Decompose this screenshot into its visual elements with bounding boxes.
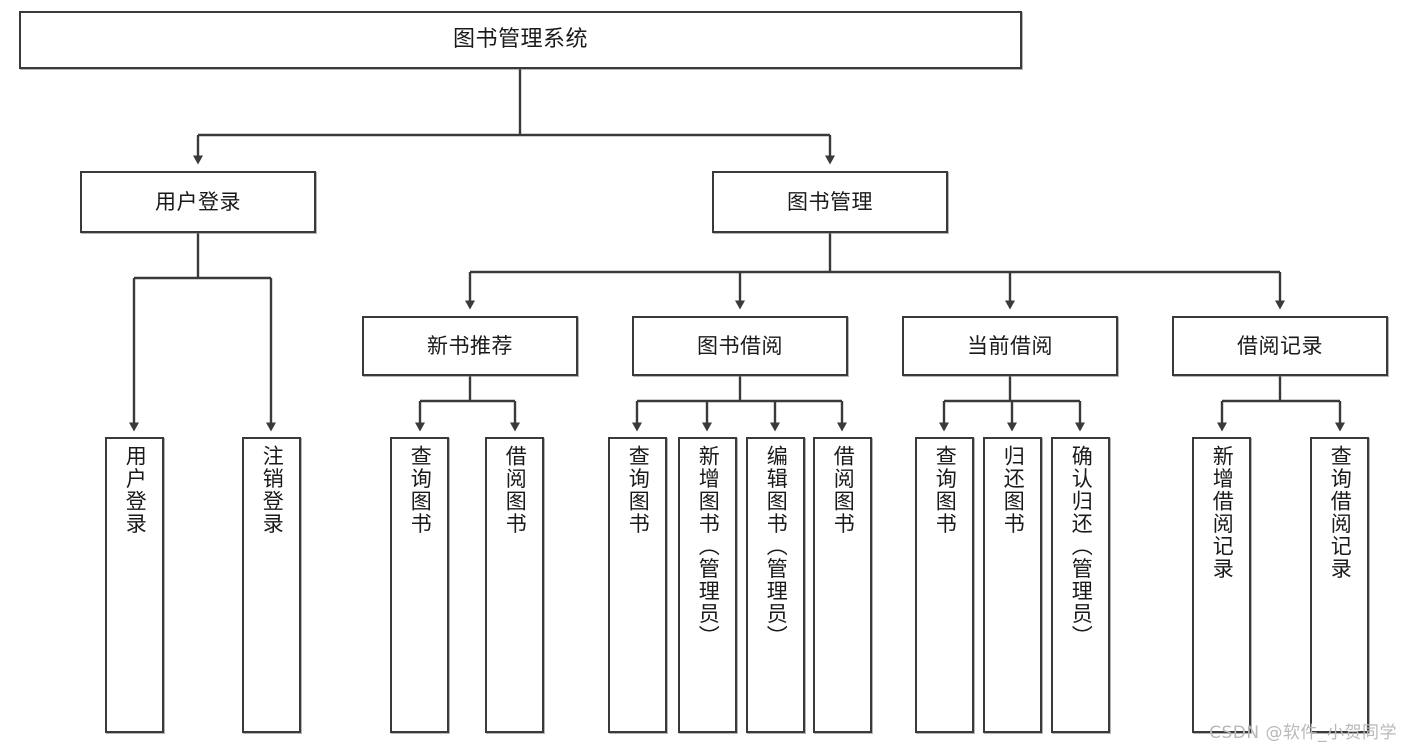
node-book-borrow-label: 图书借阅 — [697, 333, 783, 358]
node-root[interactable]: 图书管理系统 — [19, 11, 1022, 69]
node-book-borrow[interactable]: 图书借阅 — [632, 316, 848, 376]
node-leaf-query-book-1-label: 查询图书 — [408, 445, 433, 535]
node-leaf-query-book-2-label: 查询图书 — [626, 445, 651, 535]
node-root-label: 图书管理系统 — [452, 27, 588, 53]
node-leaf-add-record[interactable]: 新增借阅记录 — [1192, 437, 1251, 733]
node-leaf-query-book-3-label: 查询图书 — [933, 445, 958, 535]
node-leaf-borrow-book-1[interactable]: 借阅图书 — [485, 437, 544, 733]
node-book-manage[interactable]: 图书管理 — [712, 171, 948, 233]
node-user-login-label: 用户登录 — [155, 189, 241, 214]
node-leaf-user-login-label: 用户登录 — [123, 445, 148, 535]
node-leaf-edit-book-label: 编辑图书（管理员） — [764, 445, 789, 648]
node-user-login[interactable]: 用户登录 — [80, 171, 316, 233]
node-book-manage-label: 图书管理 — [787, 189, 873, 214]
node-borrow-record[interactable]: 借阅记录 — [1172, 316, 1388, 376]
node-leaf-borrow-book-2[interactable]: 借阅图书 — [813, 437, 872, 733]
node-leaf-user-logout-label: 注销登录 — [260, 445, 285, 535]
node-leaf-borrow-book-1-label: 借阅图书 — [503, 445, 528, 535]
node-new-book-recommend-label: 新书推荐 — [427, 333, 513, 358]
node-leaf-return-book[interactable]: 归还图书 — [983, 437, 1042, 733]
node-leaf-query-record-label: 查询借阅记录 — [1328, 445, 1353, 580]
node-leaf-confirm-return-label: 确认归还（管理员） — [1069, 445, 1094, 648]
node-leaf-return-book-label: 归还图书 — [1001, 445, 1026, 535]
node-leaf-query-book-3[interactable]: 查询图书 — [915, 437, 974, 733]
node-current-borrow-label: 当前借阅 — [967, 333, 1053, 358]
node-new-book-recommend[interactable]: 新书推荐 — [362, 316, 578, 376]
node-leaf-user-logout[interactable]: 注销登录 — [242, 437, 301, 733]
node-leaf-user-login[interactable]: 用户登录 — [105, 437, 164, 733]
node-leaf-edit-book[interactable]: 编辑图书（管理员） — [746, 437, 805, 733]
node-leaf-add-book[interactable]: 新增图书（管理员） — [678, 437, 737, 733]
node-leaf-query-book-1[interactable]: 查询图书 — [390, 437, 449, 733]
node-leaf-borrow-book-2-label: 借阅图书 — [831, 445, 856, 535]
node-leaf-query-record[interactable]: 查询借阅记录 — [1310, 437, 1369, 733]
node-borrow-record-label: 借阅记录 — [1237, 333, 1323, 358]
node-leaf-confirm-return[interactable]: 确认归还（管理员） — [1051, 437, 1110, 733]
node-leaf-query-book-2[interactable]: 查询图书 — [608, 437, 667, 733]
node-leaf-add-book-label: 新增图书（管理员） — [696, 445, 721, 648]
node-leaf-add-record-label: 新增借阅记录 — [1210, 445, 1235, 580]
node-current-borrow[interactable]: 当前借阅 — [902, 316, 1118, 376]
